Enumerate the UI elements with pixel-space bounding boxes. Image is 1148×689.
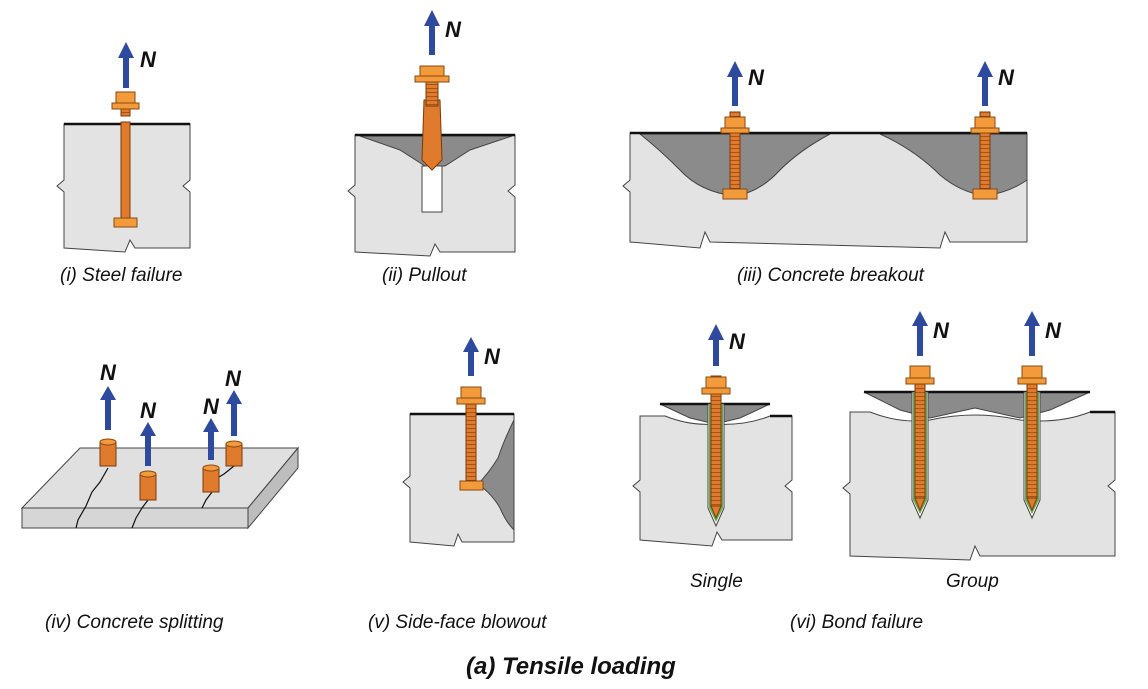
washer bbox=[414, 75, 450, 83]
washer bbox=[701, 387, 731, 395]
bond-cone bbox=[863, 391, 1091, 419]
anchor-thread bbox=[425, 79, 439, 107]
washer bbox=[456, 397, 486, 405]
nut-left bbox=[724, 116, 746, 129]
load-arrow bbox=[100, 386, 116, 430]
panel-bond-failure-group bbox=[842, 311, 1116, 561]
caption-bond-group: Group bbox=[946, 571, 999, 592]
nut bbox=[705, 376, 727, 389]
force-label: N bbox=[203, 394, 219, 419]
load-arrow-right bbox=[1024, 311, 1040, 356]
washer bbox=[111, 102, 140, 110]
anchor-rod bbox=[465, 399, 477, 483]
anchor-tip bbox=[710, 505, 722, 520]
washer-left bbox=[905, 377, 935, 385]
figure-title: (a) Tensile loading bbox=[466, 653, 676, 680]
caption-concrete-breakout: (iii) Concrete breakout bbox=[737, 265, 924, 286]
splitting-crack bbox=[201, 491, 213, 509]
caption-steel-failure: (i) Steel failure bbox=[60, 265, 183, 286]
force-label: N bbox=[729, 329, 745, 354]
anchor-head-right bbox=[972, 188, 998, 200]
force-label: N bbox=[225, 366, 241, 391]
anchor-stub bbox=[202, 464, 220, 493]
load-arrow-left bbox=[727, 61, 743, 106]
anchor-rod-left bbox=[914, 365, 926, 499]
concrete-block bbox=[842, 411, 1116, 561]
load-arrow-left bbox=[912, 311, 928, 356]
load-arrow bbox=[708, 324, 724, 366]
force-label: N bbox=[140, 398, 156, 423]
panel-side-face-blowout bbox=[402, 337, 515, 547]
force-label: N bbox=[933, 318, 949, 343]
force-label: N bbox=[1045, 318, 1061, 343]
caption-side-face-blowout: (v) Side-face blowout bbox=[368, 612, 547, 633]
anchor-stub bbox=[139, 470, 157, 501]
slab-side bbox=[247, 446, 299, 530]
anchor-tip-left bbox=[914, 497, 926, 512]
anchor-head-left bbox=[722, 188, 748, 200]
caption-concrete-splitting: (iv) Concrete splitting bbox=[45, 612, 224, 633]
nut bbox=[115, 91, 136, 104]
panel-steel-failure bbox=[56, 42, 191, 253]
load-arrow bbox=[424, 10, 440, 55]
splitting-crack bbox=[75, 467, 109, 529]
caption-bond-failure: (vi) Bond failure bbox=[790, 612, 924, 633]
anchor-sleeve bbox=[421, 99, 443, 171]
splitting-crack bbox=[131, 499, 149, 529]
anchor-head bbox=[113, 217, 138, 228]
anchor-rod bbox=[710, 375, 722, 507]
caption-bond-single: Single bbox=[690, 571, 743, 592]
load-arrow bbox=[118, 42, 134, 88]
anchor-stub bbox=[99, 438, 117, 467]
load-arrow bbox=[140, 422, 156, 466]
force-label: N bbox=[748, 65, 764, 90]
panel-concrete-breakout bbox=[622, 61, 1028, 249]
panel-bond-failure-single bbox=[632, 324, 793, 547]
nut-right bbox=[974, 116, 996, 129]
load-arrow bbox=[463, 337, 479, 376]
force-label: N bbox=[140, 47, 156, 72]
anchor-tip-right bbox=[1026, 497, 1038, 512]
load-arrow bbox=[203, 418, 219, 460]
load-arrow-right bbox=[977, 61, 993, 106]
washer-left bbox=[720, 127, 750, 134]
force-label: N bbox=[998, 65, 1014, 90]
caption-pullout: (ii) Pullout bbox=[382, 265, 467, 286]
load-arrow bbox=[226, 390, 242, 436]
panel-pullout bbox=[347, 10, 516, 257]
nut bbox=[460, 386, 482, 399]
anchor-rod-right bbox=[1026, 365, 1038, 499]
panel-concrete-splitting bbox=[20, 386, 300, 530]
washer-right bbox=[970, 127, 1000, 134]
pulled-out-hole bbox=[421, 165, 443, 213]
anchor-rod bbox=[120, 121, 131, 221]
washer-right bbox=[1017, 377, 1047, 385]
anchor-stub bbox=[225, 440, 243, 467]
nut-right bbox=[1021, 365, 1043, 379]
force-label: N bbox=[484, 344, 500, 369]
anchor-head bbox=[459, 480, 484, 491]
force-label: N bbox=[445, 17, 461, 42]
nut-left bbox=[909, 365, 931, 379]
force-label: N bbox=[100, 360, 116, 385]
nut bbox=[419, 65, 445, 77]
slab-front bbox=[21, 507, 249, 529]
